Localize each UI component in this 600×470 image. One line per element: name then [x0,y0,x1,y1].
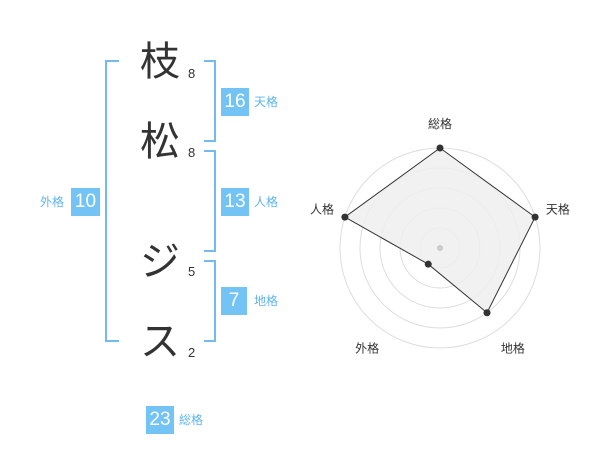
gaikaku-bracket [105,60,119,342]
tenkaku-bracket [204,60,216,142]
name-char-4: ス [140,319,180,365]
radar-point-4 [424,260,432,268]
name-char-2: 松 [140,119,180,165]
gaikaku-value: 10 [71,188,100,216]
stroke-count-1: 8 [188,66,196,81]
radar-axis-label-1: 総格 [428,116,452,131]
radar-axis-label-2: 天格 [546,202,570,217]
name-char-3: ジ [140,239,180,285]
radar-point-5 [341,213,349,221]
jinkaku-bracket [204,150,216,252]
radar-axis-label-3: 地格 [501,340,525,355]
jinkaku-value: 13 [221,188,249,216]
stroke-count-2: 8 [188,145,196,160]
radar-axis-label-5: 人格 [310,202,334,217]
radar-points [341,144,539,317]
radar-point-1 [436,144,444,152]
radar-area [343,147,536,314]
radar-point-2 [531,213,539,221]
tenkaku-value: 16 [221,88,249,116]
radar-point-3 [483,309,491,317]
chikaku-label: 地格 [254,294,279,308]
chikaku-bracket [204,260,216,342]
radar-center-dot [437,245,443,251]
stroke-count-4: 2 [188,345,196,360]
tenkaku-label: 天格 [254,95,279,109]
jinkaku-label: 人格 [254,195,279,209]
soukaku-value: 23 [146,406,174,434]
stroke-count-3: 5 [188,264,196,279]
radar-axis-label-4: 外格 [355,340,379,355]
name-char-1: 枝 [140,39,180,85]
soukaku-label: 総格 [179,413,204,427]
chikaku-value: 7 [221,287,247,315]
gaikaku-label: 外格 [40,195,65,209]
